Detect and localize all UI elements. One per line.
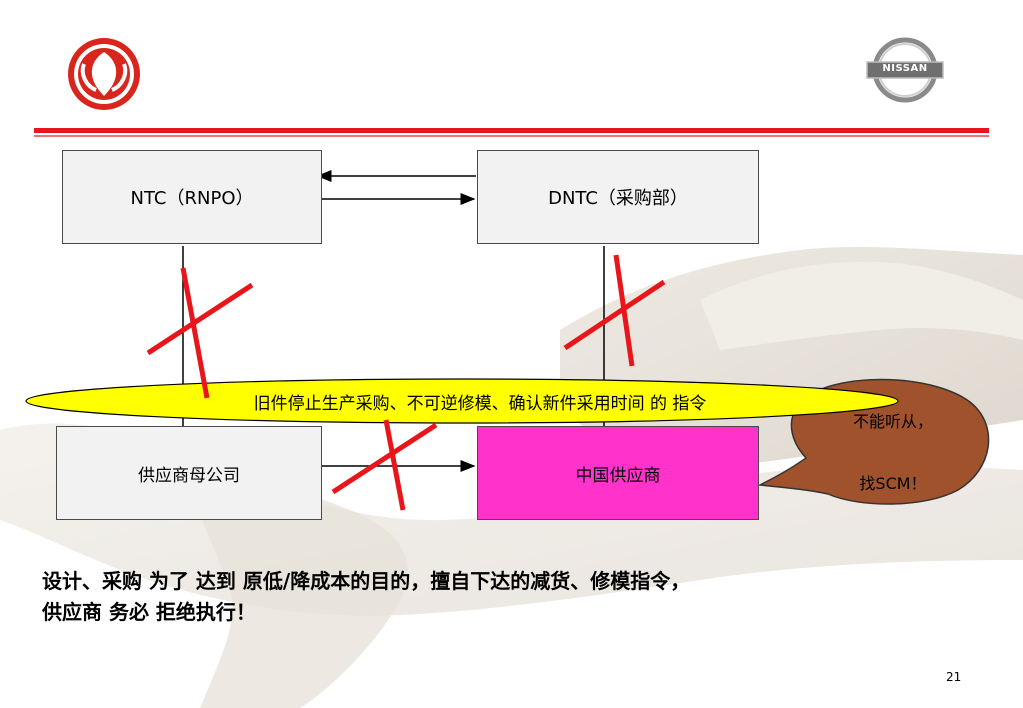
dntc-label: DNTC（采购部） [548,188,688,209]
statement-line-2: 供应商 务必 拒绝执行！ [42,600,256,624]
cross-right [563,254,666,367]
cross-left [146,267,254,399]
instruction-banner-text: 旧件停止生产采购、不可逆修模、确认新件采用时间 的 指令 [253,394,707,414]
cross-bottom [331,419,438,511]
statement-text: 设计、采购 为了 达到 原低/降成本的目的，擅自下达的减货、修模指令， 供应商 … [42,566,982,628]
header-rule [34,128,989,133]
callout-line-2: 找SCM！ [859,474,927,493]
supplier-parent-box: 供应商母公司 [56,426,322,520]
ntc-box: NTC（RNPO） [62,150,322,244]
nissan-logo-text: NISSAN [882,63,928,74]
page-number: 21 [946,670,962,684]
china-supplier-box: 中国供应商 [477,426,759,520]
statement-line-1: 设计、采购 为了 达到 原低/降成本的目的，擅自下达的减货、修模指令， [42,569,691,593]
dongfeng-logo [68,38,140,110]
nissan-logo [866,37,944,103]
dntc-box: DNTC（采购部） [477,150,759,244]
callout-line-1: 不能听从， [852,412,933,431]
header-rule-thin [34,135,989,137]
ntc-label: NTC（RNPO） [130,188,254,209]
china-supplier-label: 中国供应商 [575,465,661,486]
supplier-parent-label: 供应商母公司 [138,465,240,486]
